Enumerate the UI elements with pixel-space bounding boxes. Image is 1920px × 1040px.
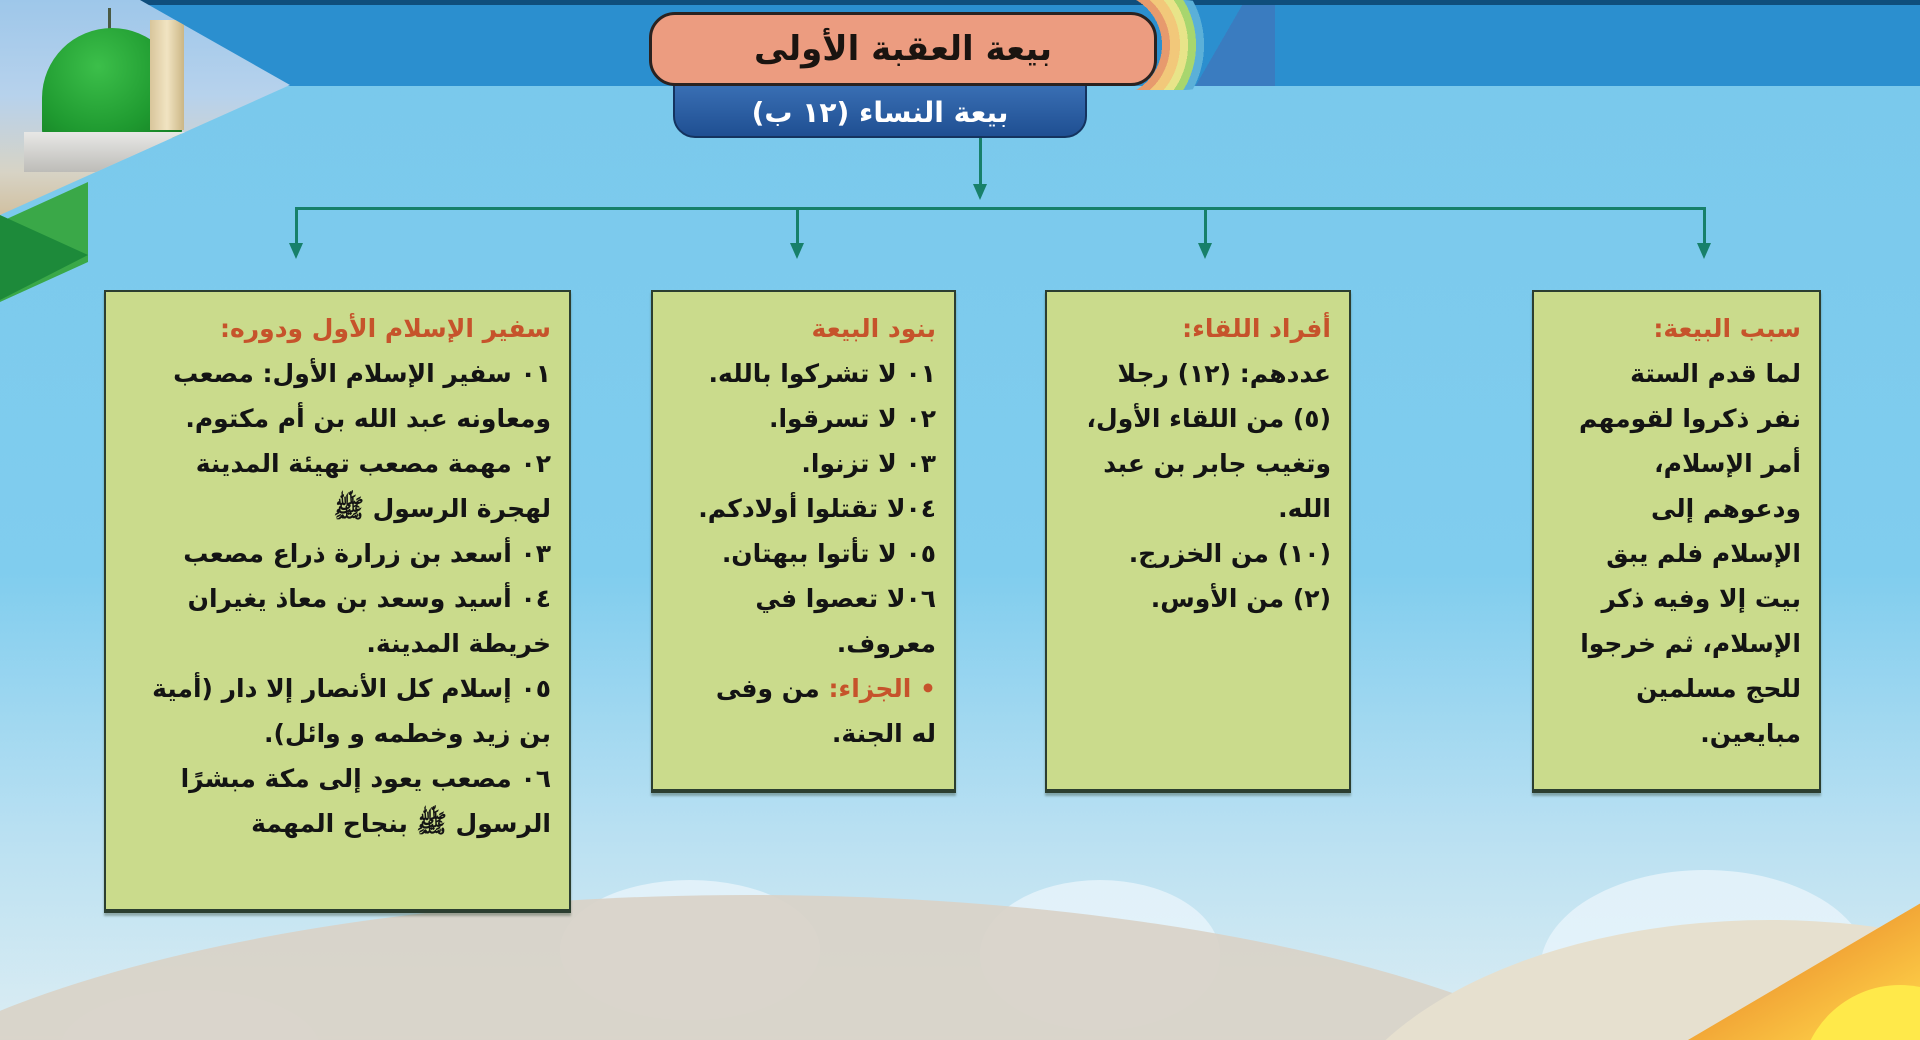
box-line: ٠٢ لا تسرقوا. <box>768 404 936 433</box>
branch-line-terms <box>796 207 799 247</box>
box-line: ٠٥ إسلام كل الأنصار إلا دار (أمية <box>152 674 551 703</box>
box-line: الرسول ﷺ بنجاح المهمة <box>251 809 551 838</box>
box-line: بن زيد وخطمه و وائل). <box>263 719 551 748</box>
box-line: ٠١ سفير الإسلام الأول: مصعب <box>173 359 551 388</box>
dome-spire-icon <box>108 8 111 32</box>
reward-text: من وفى <box>715 674 820 703</box>
ambassador-box: سفير الإسلام الأول ودوره: ٠١ سفير الإسلا… <box>104 290 571 913</box>
box-line: ٠٥ لا تأتوا ببهتان. <box>721 539 936 568</box>
box-line: ٠٦ مصعب يعود إلى مكة مبشرًا <box>180 764 551 793</box>
branch-line-ambassador <box>295 207 298 247</box>
box-heading: سبب البيعة: <box>1653 314 1801 343</box>
box-line: نفر ذكروا لقومهم <box>1578 404 1801 433</box>
reward-line: • الجزاء: من وفى <box>671 666 936 711</box>
horizontal-connector-line <box>295 207 1706 210</box>
box-line: ٠٢ مهمة مصعب تهيئة المدينة <box>195 449 551 478</box>
box-line: ٠٤ أسيد وسعد بن معاذ يغيران <box>187 584 551 613</box>
reward-label: • الجزاء: <box>828 674 936 703</box>
box-line: وتغيب جابر بن عبد <box>1103 449 1331 478</box>
subtitle-pill: بيعة النساء (١٢ ب) <box>673 80 1087 138</box>
page-subtitle: بيعة النساء (١٢ ب) <box>751 95 1009 129</box>
arrow-down-icon <box>973 184 987 200</box>
box-line: (١٠) من الخزرج. <box>1128 539 1331 568</box>
terms-box: بنود البيعة ٠١ لا تشركوا بالله. ٠٢ لا تس… <box>651 290 956 793</box>
minaret-icon <box>150 20 184 130</box>
box-line: أمر الإسلام، <box>1654 449 1801 478</box>
box-line: الإسلام، ثم خرجوا <box>1580 629 1801 658</box>
arrow-down-icon <box>1697 243 1711 259</box>
main-title-pill: بيعة العقبة الأولى <box>649 12 1157 86</box>
members-box: أفراد اللقاء: عددهم: (١٢) رجلا (٥) من ال… <box>1045 290 1351 793</box>
arrow-down-icon <box>289 243 303 259</box>
box-line: للحج مسلمين <box>1636 674 1801 703</box>
box-line: ومعاونه عبد الله بن أم مكتوم. <box>185 404 551 433</box>
box-line: عددهم: (١٢) رجلا <box>1117 359 1331 388</box>
box-line: معروف. <box>836 629 936 658</box>
branch-line-reason <box>1703 207 1706 247</box>
box-line: الإسلام فلم يبق <box>1606 539 1801 568</box>
branch-line-members <box>1204 207 1207 247</box>
box-line: ٠٣ أسعد بن زرارة ذراع مصعب <box>183 539 551 568</box>
box-line: مبايعين. <box>1700 719 1801 748</box>
box-line: ٠٣ لا تزنوا. <box>801 449 936 478</box>
box-line: ٠١ لا تشركوا بالله. <box>708 359 936 388</box>
box-line: لهجرة الرسول ﷺ <box>333 494 551 523</box>
box-line: (٥) من اللقاء الأول، <box>1086 404 1331 433</box>
box-line: ٠٤لا تقتلوا أولادكم. <box>698 494 936 523</box>
reason-box: سبب البيعة: لما قدم الستة نفر ذكروا لقوم… <box>1532 290 1821 793</box>
box-line: بيت إلا وفيه ذكر <box>1601 584 1801 613</box>
box-line: (٢) من الأوس. <box>1150 584 1331 613</box>
box-heading: أفراد اللقاء: <box>1182 314 1331 343</box>
mosque-building-icon <box>24 132 194 172</box>
arrow-down-icon <box>1198 243 1212 259</box>
box-line: خريطة المدينة. <box>366 629 551 658</box>
box-heading: بنود البيعة <box>811 314 936 343</box>
box-line: الله. <box>1278 494 1331 523</box>
center-connector-line <box>979 138 982 188</box>
box-heading: سفير الإسلام الأول ودوره: <box>220 314 551 343</box>
box-line: ٠٦لا تعصوا في <box>755 584 936 613</box>
box-line: لما قدم الستة <box>1630 359 1801 388</box>
page-title: بيعة العقبة الأولى <box>754 29 1052 69</box>
box-line: له الجنة. <box>831 719 936 748</box>
box-line: ودعوهم إلى <box>1650 494 1801 523</box>
arrow-down-icon <box>790 243 804 259</box>
